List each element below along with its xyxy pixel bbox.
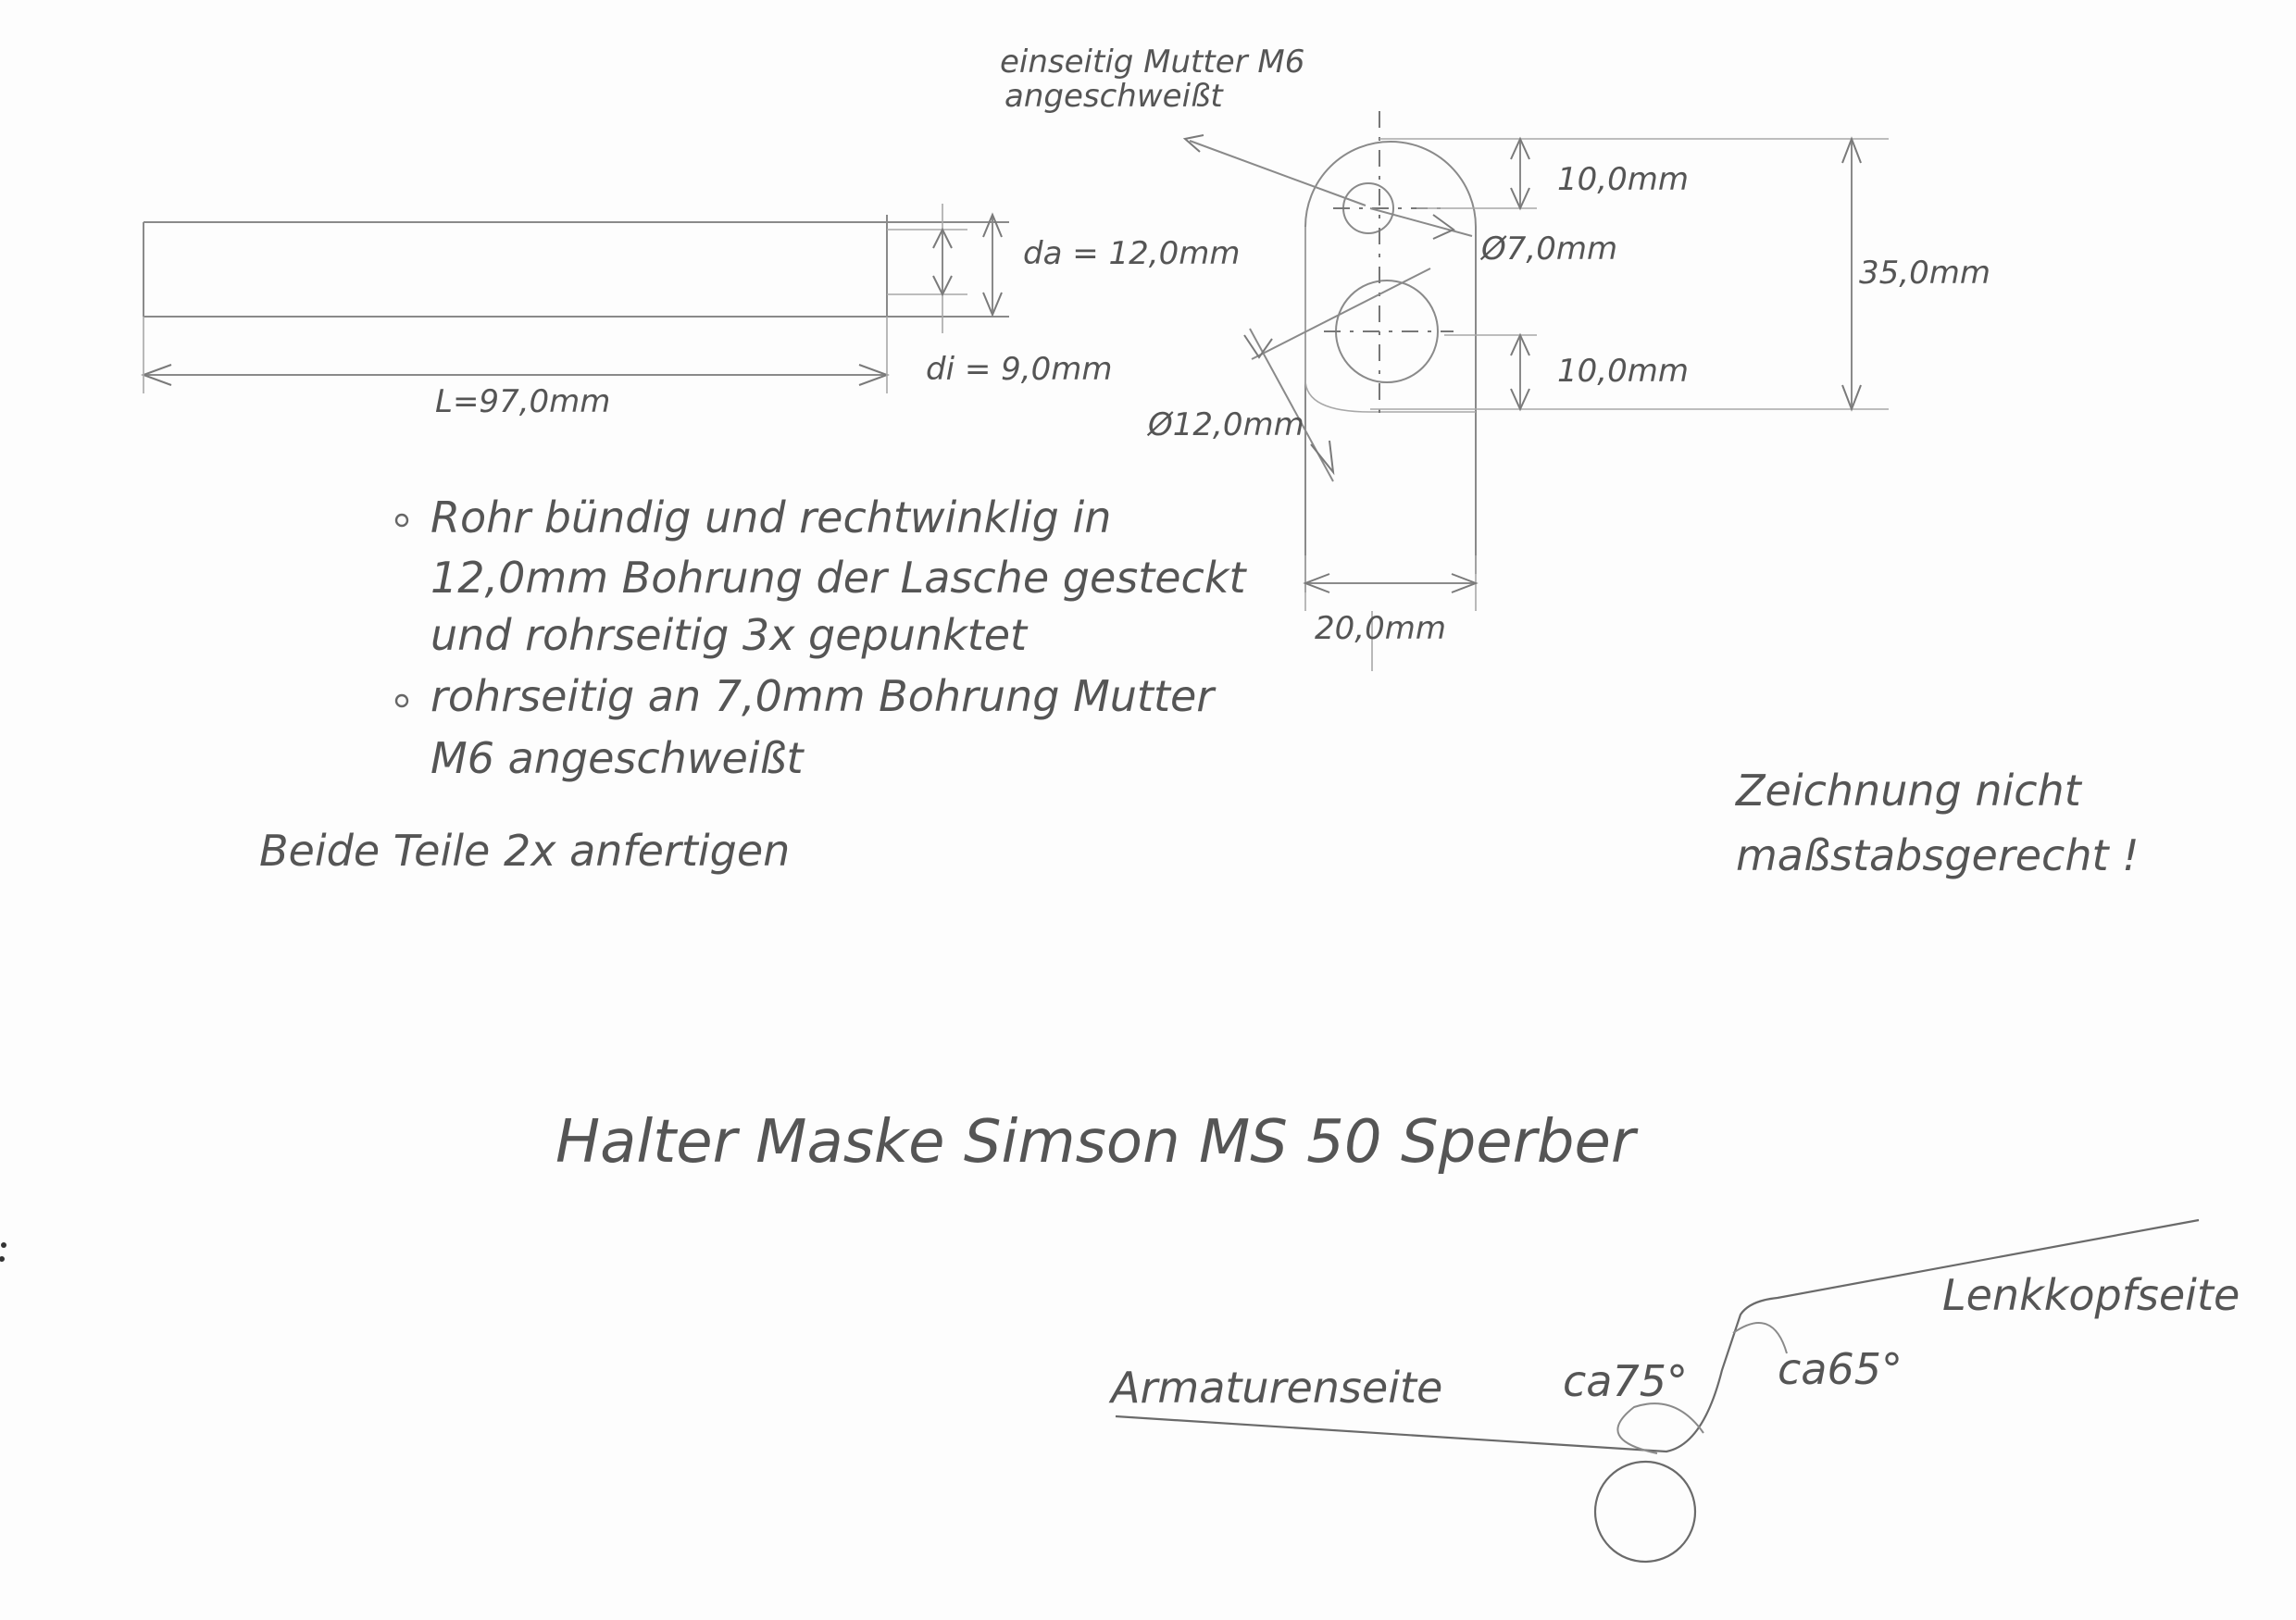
arrowhead xyxy=(982,212,1003,238)
arrowhead xyxy=(982,292,1003,318)
bracket-outline xyxy=(1304,141,1477,592)
angle-left-label: ca75° xyxy=(1563,1356,1688,1406)
scan-speck xyxy=(0,1256,5,1262)
arrowhead xyxy=(1510,136,1530,160)
small-hole-diameter-label: Ø7,0mm xyxy=(1479,231,1617,268)
arrowhead xyxy=(1841,384,1862,412)
note-line: M6 angeschweißt xyxy=(430,733,805,783)
total-height-label: 35,0mm xyxy=(1859,255,1990,292)
tube-cross-section xyxy=(1593,1460,1697,1564)
tube-drawing: da = 12,0mm di = 9,0mm L=97,0mm xyxy=(141,204,1240,420)
bracket-drawing: einseitig Mutter M6 angeschweißt 10,0mm … xyxy=(1000,44,1990,671)
bullet-icon xyxy=(394,513,409,528)
scale-note-line1: Zeichnung nicht xyxy=(1734,766,2083,816)
note-line: Rohr bündig und rechtwinklig in xyxy=(430,492,1111,542)
arrowhead xyxy=(932,227,953,249)
arrowhead xyxy=(1451,573,1479,593)
bullet-icon xyxy=(394,693,409,708)
note-line: 12,0mm Bohrung der Lasche gesteckt xyxy=(430,553,1247,603)
arrowhead xyxy=(1182,134,1204,153)
angle-arc-left xyxy=(1616,1402,1704,1454)
outer-diameter-label: da = 12,0mm xyxy=(1023,235,1240,272)
arrowhead xyxy=(932,275,953,297)
bottom-offset-label: 10,0mm xyxy=(1557,353,1689,390)
nut-callout-line1: einseitig Mutter M6 xyxy=(1000,44,1304,81)
large-hole-diameter-line xyxy=(1251,268,1431,360)
arrowhead xyxy=(1303,573,1330,593)
arrowhead xyxy=(1432,214,1455,240)
inner-diameter-label: di = 9,0mm xyxy=(926,351,1112,388)
assembly-notes: Rohr bündig und rechtwinklig in 12,0mm B… xyxy=(259,492,1247,876)
arrowhead xyxy=(1510,332,1530,356)
bracket-lower-contour xyxy=(1304,227,1476,413)
width-label: 20,0mm xyxy=(1315,610,1446,647)
scale-note-line2: maßstabsgerecht ! xyxy=(1736,830,2140,880)
nut-callout-line2: angeschweißt xyxy=(1004,78,1224,115)
length-label: L=97,0mm xyxy=(435,383,610,420)
arrowhead xyxy=(1841,136,1862,164)
angle-right-label: ca65° xyxy=(1778,1344,1903,1394)
bracket-bend-profile xyxy=(1115,1218,2200,1453)
small-hole-diameter-leader xyxy=(1369,207,1473,237)
note-line: rohrseitig an 7,0mm Bohrung Mutter xyxy=(430,671,1217,721)
arrowhead xyxy=(1510,187,1530,211)
angle-arc-right xyxy=(1732,1322,1788,1354)
note-line: und rohrseitig 3x gepunktet xyxy=(430,610,1029,660)
large-hole-diameter-label: Ø12,0mm xyxy=(1146,406,1304,443)
left-side-label: Armaturenseite xyxy=(1108,1363,1442,1413)
side-bend-sketch: Armaturenseite Lenkkopfseite ca75° ca65° xyxy=(1108,1218,2240,1564)
right-side-label: Lenkkopfseite xyxy=(1942,1270,2240,1320)
arrowhead xyxy=(1310,440,1335,476)
arrowhead xyxy=(1243,334,1273,359)
arrowhead xyxy=(1510,388,1530,412)
nut-callout-leader xyxy=(1189,140,1366,206)
top-offset-label: 10,0mm xyxy=(1557,161,1689,198)
drawing-title: Halter Maske Simson MS 50 Sperber xyxy=(555,1108,1639,1177)
quantity-note: Beide Teile 2x anfertigen xyxy=(259,826,790,876)
scan-speck xyxy=(1,1242,6,1248)
